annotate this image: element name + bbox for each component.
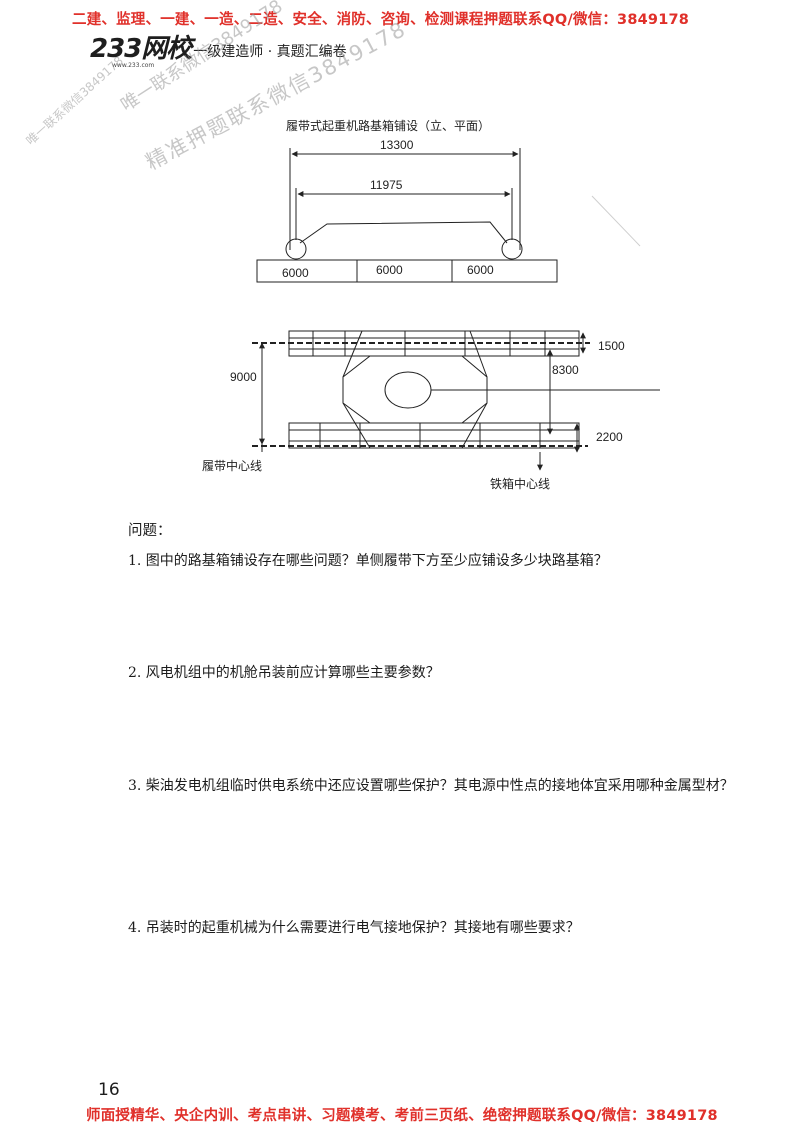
crane-body-outline — [299, 221, 508, 244]
right-wheel — [501, 238, 523, 260]
box-length-2: 6000 — [376, 263, 403, 277]
logo-url: www.233.com — [112, 62, 155, 69]
question-2: 2. 风电机组中的机舱吊装前应计算哪些主要参数？ — [128, 665, 440, 681]
page-number: 16 — [98, 1080, 120, 1100]
logo: 233网校 — [90, 34, 192, 64]
crane-octagon — [342, 355, 488, 424]
question-1: 1. 图中的路基箱铺设存在哪些问题？单侧履带下方至少应铺设多少块路基箱？ — [128, 553, 608, 569]
dim-outer: 13300 — [289, 138, 521, 250]
crane-foundation-diagram: 履带式起重机路基箱铺设（立、平面） 13300 11975 6000 6000 … — [202, 118, 660, 491]
plan-view: 9000 8300 1500 2200 履带中心线 铁箱中心线 — [202, 330, 660, 491]
dim-inner: 11975 — [295, 178, 513, 240]
bottom-promo-banner: 师面授精华、央企内训、考点串讲、习题模考、考前三页纸、绝密押题联系QQ/微信：3… — [86, 1108, 718, 1124]
crane-turntable — [384, 371, 432, 409]
box-length-3: 6000 — [467, 263, 494, 277]
box-length-1: 6000 — [282, 266, 309, 280]
page-header: 233网校 www.233.com 一级建造师 · 真题汇编卷 — [90, 34, 347, 69]
dim-height-label: 9000 — [230, 370, 257, 384]
dim-center-label: 8300 — [552, 363, 579, 377]
question-4: 4. 吊装时的起重机械为什么需要进行电气接地保护？其接地有哪些要求？ — [128, 920, 580, 936]
label-box-center: 铁箱中心线 — [490, 476, 550, 491]
dim-top-label: 1500 — [598, 339, 625, 353]
questions-heading: 问题： — [128, 523, 172, 539]
left-wheel — [285, 238, 307, 260]
header-title: 一级建造师 · 真题汇编卷 — [193, 44, 347, 60]
dim-bottom-label: 2200 — [596, 430, 623, 444]
road-box-row: 6000 6000 6000 — [256, 259, 558, 283]
dim-inner-label: 11975 — [370, 178, 403, 192]
label-track-center: 履带中心线 — [202, 458, 262, 473]
elevation-title: 履带式起重机路基箱铺设（立、平面） — [286, 118, 490, 133]
question-3: 3. 柴油发电机组临时供电系统中还应设置哪些保护？其电源中性点的接地体宜采用哪种… — [128, 778, 734, 794]
dim-outer-label: 13300 — [380, 138, 414, 152]
top-promo-banner: 二建、监理、一建、一造、二造、安全、消防、咨询、检测课程押题联系QQ/微信：38… — [72, 12, 690, 28]
